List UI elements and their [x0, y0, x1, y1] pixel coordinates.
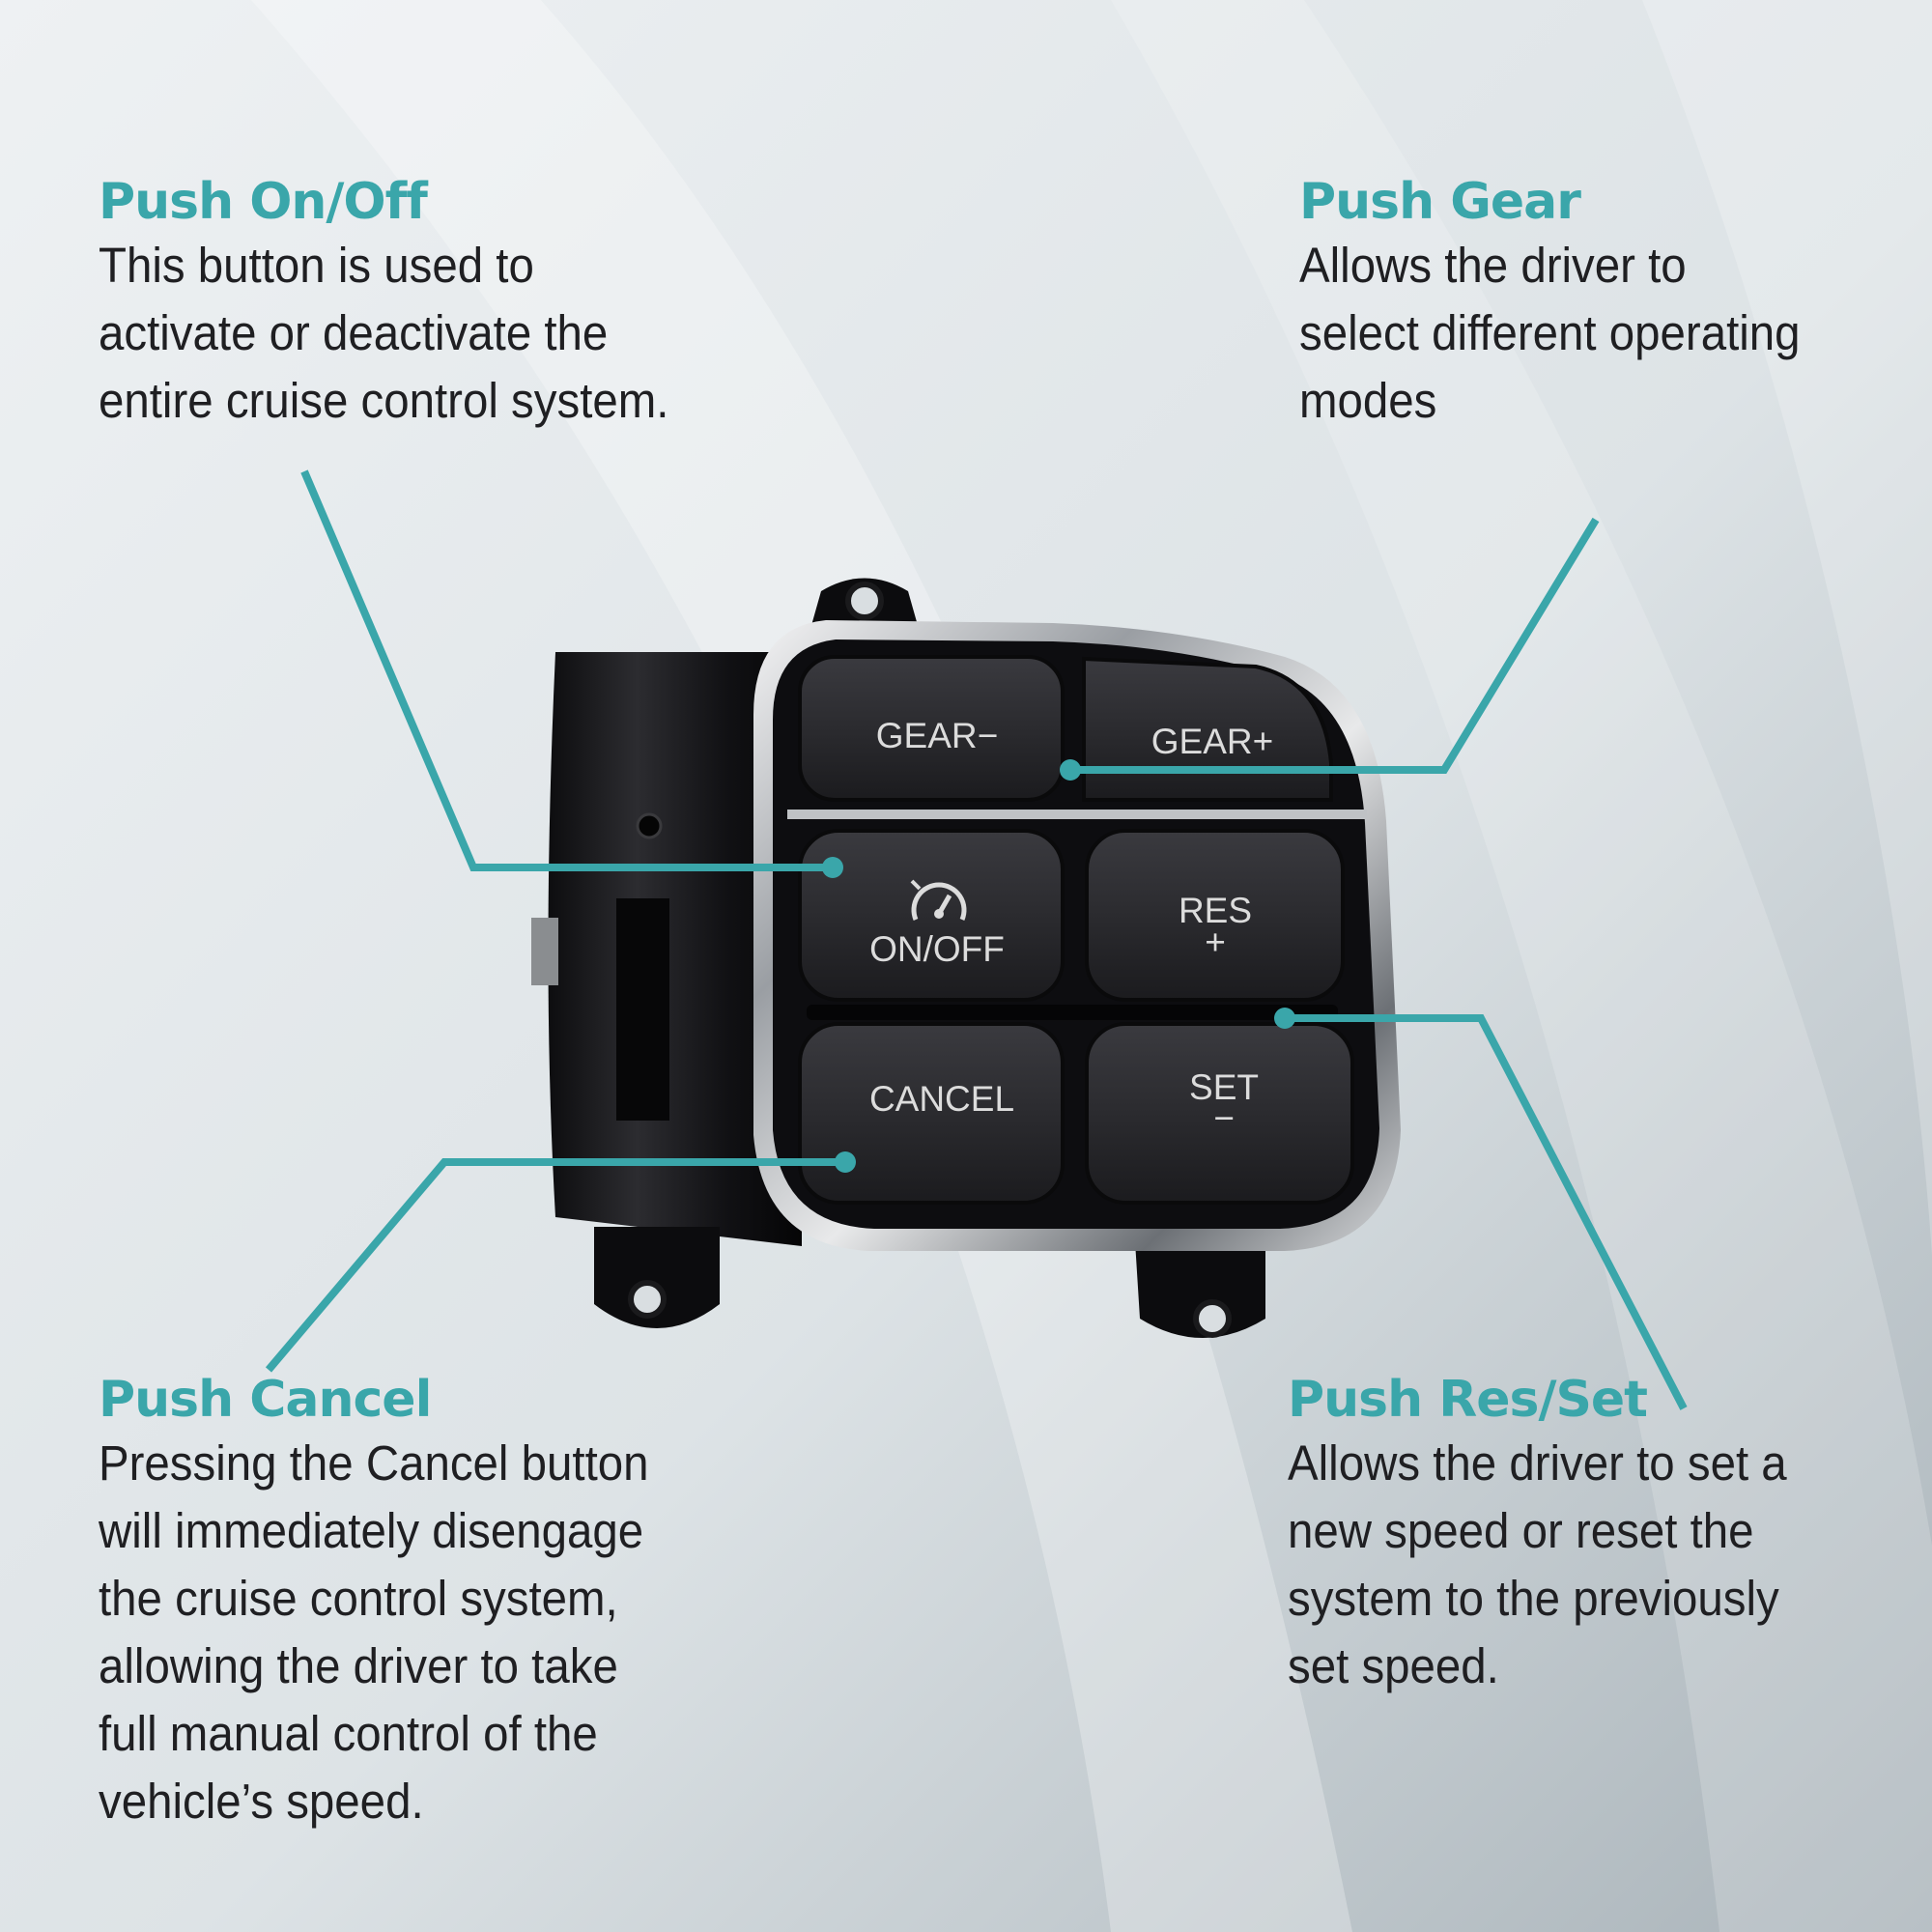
set-label: SET	[1189, 1067, 1259, 1107]
callout-cancel: Push Cancel Pressing the Cancel button w…	[99, 1370, 690, 1835]
gear-minus-label: GEAR−	[876, 716, 998, 755]
gear-plus-label: GEAR+	[1151, 722, 1273, 761]
pad-divider	[787, 810, 1367, 819]
callout-title: Push On/Off	[99, 173, 428, 231]
callout-description: Allows the driver to set a new speed or …	[1288, 1435, 1787, 1693]
callout-title: Push Cancel	[99, 1371, 432, 1429]
leader-dot-on-off	[822, 857, 843, 878]
leader-dot-cancel	[835, 1151, 856, 1173]
callout-gear: Push Gear Allows the driver to select di…	[1299, 172, 1838, 435]
callout-title: Push Res/Set	[1288, 1371, 1648, 1429]
res-label: RES	[1179, 891, 1252, 930]
on-off-label: ON/OFF	[869, 929, 1005, 969]
leader-line-cancel	[265, 1158, 845, 1373]
on-off-button[interactable]: ON/OFF	[798, 829, 1065, 1002]
callout-description: Allows the driver to select different op…	[1299, 238, 1801, 428]
leader-line-on-off	[300, 469, 833, 871]
callout-title: Push Gear	[1299, 173, 1581, 231]
side-slot	[616, 898, 669, 1121]
leader-dot-gear	[1060, 759, 1081, 781]
res-button[interactable]: RES +	[1085, 829, 1345, 1002]
button-groove	[807, 1005, 1338, 1020]
gear-plus-button[interactable]: GEAR+	[1082, 656, 1333, 802]
leader-line-gear	[1070, 517, 1600, 774]
callout-description: This button is used to activate or deact…	[99, 238, 669, 428]
speedometer-icon	[910, 879, 967, 921]
mounting-ear-bottom-right	[1135, 1241, 1265, 1338]
cancel-label: CANCEL	[869, 1079, 1014, 1119]
set-minus-symbol: −	[1213, 1098, 1235, 1138]
set-button[interactable]: SET −	[1085, 1022, 1354, 1205]
callout-on-off: Push On/Off This button is used to activ…	[99, 172, 712, 435]
mounting-ear-bottom-left	[594, 1227, 720, 1328]
cancel-button[interactable]: CANCEL	[798, 1022, 1065, 1205]
side-housing	[548, 652, 802, 1246]
leader-line-res-set	[1285, 1014, 1688, 1410]
side-tab	[531, 918, 558, 985]
callout-description: Pressing the Cancel button will immediat…	[99, 1435, 649, 1829]
leader-dot-res-set	[1274, 1008, 1295, 1029]
gear-minus-button[interactable]: GEAR−	[798, 655, 1065, 802]
side-screw	[636, 812, 663, 839]
callout-res-set: Push Res/Set Allows the driver to set a …	[1288, 1370, 1825, 1700]
res-plus-symbol: +	[1205, 923, 1226, 962]
